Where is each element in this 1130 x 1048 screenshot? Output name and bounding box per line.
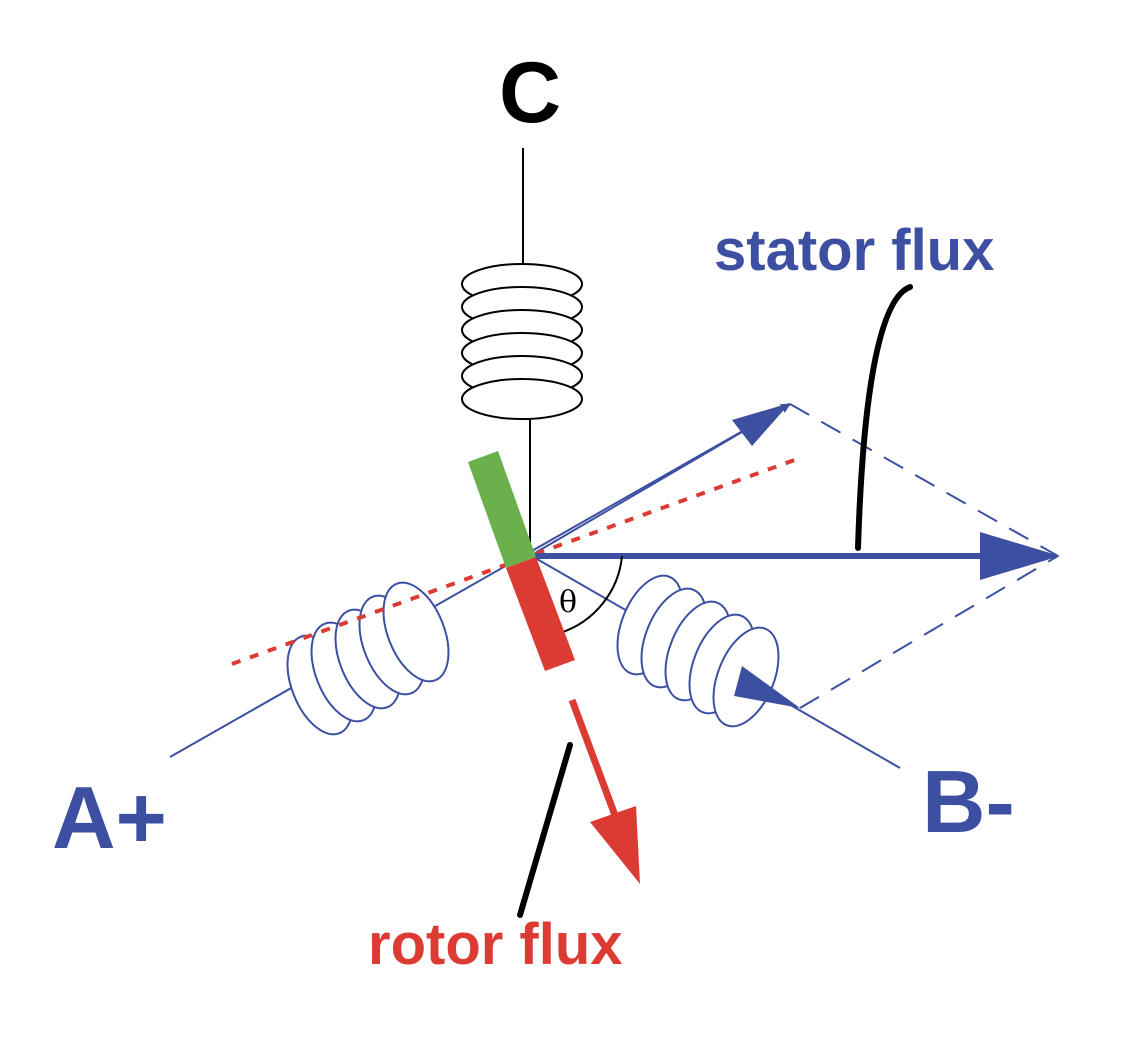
a-vector-arrowhead [732,403,790,446]
rotor-north-pole [468,451,536,568]
rotor-flux-arrowhead [590,806,640,884]
stator-flux-leader [855,284,913,551]
rotor-flux-label: rotor flux [368,912,623,977]
coil-c-label: C [499,45,561,141]
rotor-flux-arrow [568,698,620,820]
coil-a [286,581,450,736]
rotor-axis-dotted [231,456,801,666]
theta-label: θ [559,585,577,620]
theta-arc [559,555,623,634]
coil-a-label: A+ [52,768,167,867]
rotor-south-pole [506,557,575,671]
stator-flux-label: stator flux [714,218,994,283]
coil-b [616,574,780,728]
coil-a-axis [169,403,791,758]
rotor-magnet [468,451,575,671]
stator-flux-arrowhead [980,532,1060,580]
rotor-flux-leader [517,742,573,918]
coil-c [461,263,583,420]
b-vector-arrowhead [734,666,800,708]
vector-parallelogram [789,403,1059,709]
coil-b-label: B- [922,752,1015,851]
